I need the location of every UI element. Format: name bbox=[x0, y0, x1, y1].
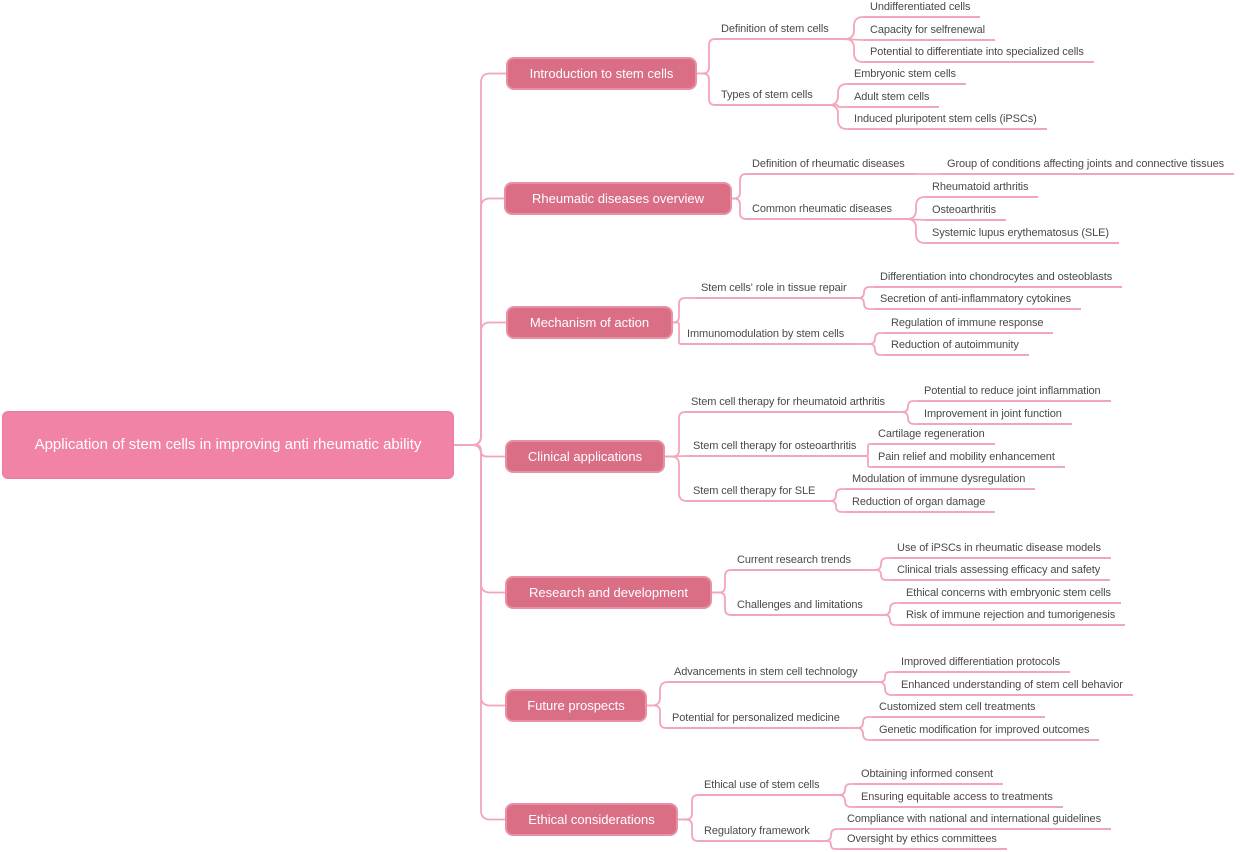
subtopic-node[interactable]: Use of iPSCs in rheumatic disease models bbox=[891, 540, 1111, 559]
subtopic-node[interactable]: Capacity for selfrenewal bbox=[864, 22, 995, 41]
subtopic-node[interactable]: Genetic modification for improved outcom… bbox=[873, 722, 1100, 741]
subtopic-node[interactable]: Modulation of immune dysregulation bbox=[846, 471, 1036, 490]
subtopic-node[interactable]: Reduction of autoimmunity bbox=[885, 337, 1029, 356]
subtopic-node[interactable]: Improvement in joint function bbox=[918, 406, 1072, 425]
topic-node[interactable]: Stem cells' role in tissue repair bbox=[695, 280, 857, 299]
topic-node[interactable]: Stem cell therapy for SLE bbox=[687, 483, 826, 502]
topic-node[interactable]: Current research trends bbox=[731, 552, 861, 571]
subtopic-node[interactable]: Group of conditions affecting joints and… bbox=[941, 156, 1235, 175]
subtopic-node[interactable]: Adult stem cells bbox=[848, 89, 940, 108]
subtopic-node[interactable]: Differentiation into chondrocytes and os… bbox=[874, 269, 1123, 288]
subtopic-node[interactable]: Clinical trials assessing efficacy and s… bbox=[891, 562, 1111, 581]
subtopic-node[interactable]: Obtaining informed consent bbox=[855, 766, 1003, 785]
subtopic-node[interactable]: Oversight by ethics committees bbox=[841, 831, 1007, 850]
subtopic-node[interactable]: Systemic lupus erythematosus (SLE) bbox=[926, 225, 1119, 244]
topic-node[interactable]: Ethical use of stem cells bbox=[698, 777, 830, 796]
subtopic-node[interactable]: Potential to differentiate into speciali… bbox=[864, 44, 1094, 63]
subtopic-node[interactable]: Secretion of anti-inflammatory cytokines bbox=[874, 291, 1082, 310]
subtopic-node[interactable]: Compliance with national and internation… bbox=[841, 811, 1111, 830]
subtopic-node[interactable]: Regulation of immune response bbox=[885, 315, 1054, 334]
subtopic-node[interactable]: Pain relief and mobility enhancement bbox=[872, 449, 1065, 468]
subtopic-node[interactable]: Cartilage regeneration bbox=[872, 426, 995, 445]
branch-node[interactable]: Mechanism of action bbox=[506, 306, 673, 339]
topic-node[interactable]: Common rheumatic diseases bbox=[746, 201, 902, 220]
subtopic-node[interactable]: Rheumatoid arthritis bbox=[926, 179, 1039, 198]
subtopic-node[interactable]: Ensuring equitable access to treatments bbox=[855, 789, 1063, 808]
branch-node[interactable]: Future prospects bbox=[505, 689, 647, 722]
topic-node[interactable]: Challenges and limitations bbox=[731, 597, 873, 616]
subtopic-node[interactable]: Reduction of organ damage bbox=[846, 494, 996, 513]
topic-node[interactable]: Stem cell therapy for rheumatoid arthrit… bbox=[685, 394, 895, 413]
topic-node[interactable]: Stem cell therapy for osteoarthritis bbox=[687, 438, 867, 457]
topic-node[interactable]: Potential for personalized medicine bbox=[666, 710, 850, 729]
topic-node[interactable]: Definition of stem cells bbox=[715, 21, 839, 40]
subtopic-node[interactable]: Osteoarthritis bbox=[926, 202, 1007, 221]
subtopic-node[interactable]: Customized stem cell treatments bbox=[873, 699, 1046, 718]
subtopic-node[interactable]: Ethical concerns with embryonic stem cel… bbox=[900, 585, 1121, 604]
topic-node[interactable]: Immunomodulation by stem cells bbox=[681, 326, 855, 345]
subtopic-node[interactable]: Embryonic stem cells bbox=[848, 66, 966, 85]
branch-node[interactable]: Introduction to stem cells bbox=[506, 57, 697, 90]
topic-node[interactable]: Definition of rheumatic diseases bbox=[746, 156, 915, 175]
topic-node[interactable]: Advancements in stem cell technology bbox=[668, 664, 868, 683]
subtopic-node[interactable]: Risk of immune rejection and tumorigenes… bbox=[900, 607, 1126, 626]
subtopic-node[interactable]: Undifferentiated cells bbox=[864, 0, 981, 18]
subtopic-node[interactable]: Induced pluripotent stem cells (iPSCs) bbox=[848, 111, 1047, 130]
topic-node[interactable]: Regulatory framework bbox=[698, 823, 820, 842]
subtopic-node[interactable]: Enhanced understanding of stem cell beha… bbox=[895, 677, 1133, 696]
branch-node[interactable]: Rheumatic diseases overview bbox=[504, 182, 732, 215]
subtopic-node[interactable]: Improved differentiation protocols bbox=[895, 654, 1071, 673]
topic-node[interactable]: Types of stem cells bbox=[715, 87, 823, 106]
root-node[interactable]: Application of stem cells in improving a… bbox=[2, 411, 454, 479]
branch-node[interactable]: Research and development bbox=[505, 576, 712, 609]
branch-node[interactable]: Ethical considerations bbox=[505, 803, 678, 836]
subtopic-node[interactable]: Potential to reduce joint inflammation bbox=[918, 383, 1111, 402]
branch-node[interactable]: Clinical applications bbox=[505, 440, 665, 473]
